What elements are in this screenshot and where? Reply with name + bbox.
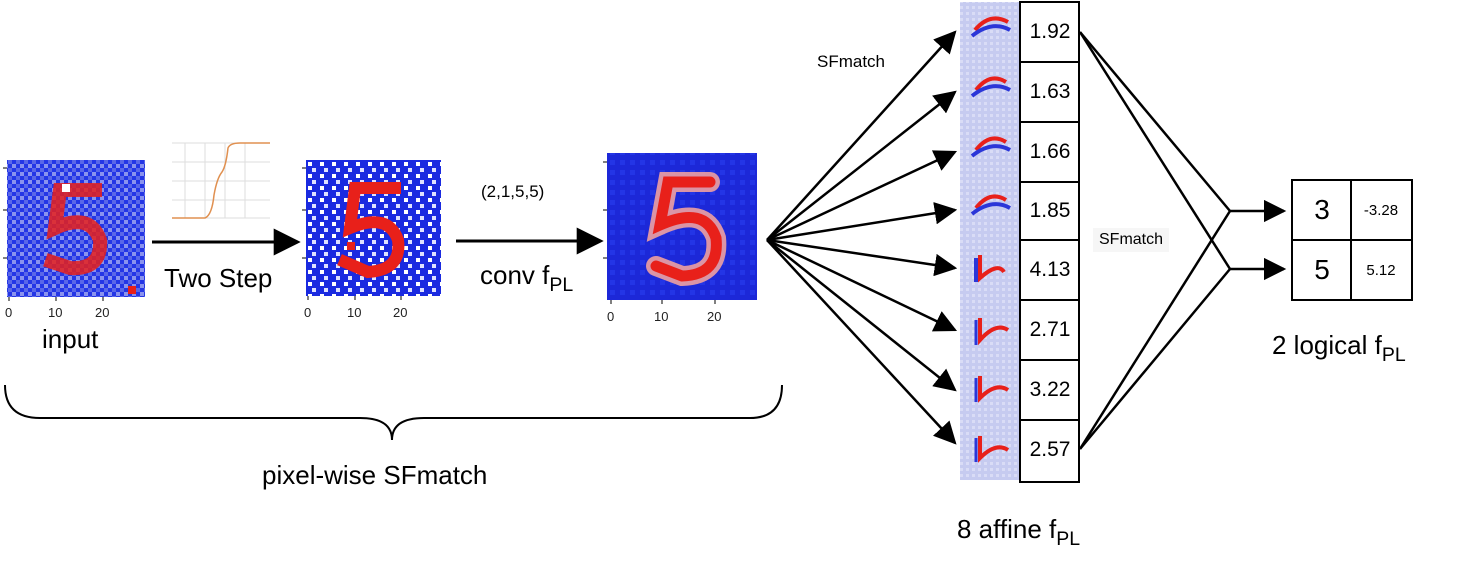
affine-score-5: 4.13: [1029, 258, 1071, 281]
filter-thumb-2: [960, 62, 1020, 122]
affine-filter-thumbnails: [960, 2, 1020, 480]
input-tick-20: 20: [95, 305, 110, 320]
logical-digit-1: 3: [1314, 194, 1330, 225]
affine-score-3: 1.66: [1029, 140, 1071, 163]
sfmatch-top-label: SFmatch: [817, 52, 886, 71]
filter-thumb-4: [960, 182, 1020, 240]
affine-score-8: 2.57: [1029, 438, 1071, 461]
affine-label: 8 affine fPL: [957, 514, 1081, 550]
conv-output-heatmap: [603, 153, 757, 304]
affine-score-4: 1.85: [1029, 199, 1071, 222]
logical-score-1: -3.28: [1363, 201, 1399, 219]
pixelwise-brace: [4, 384, 783, 441]
conv-output-tick-0: 0: [607, 309, 615, 324]
logical-label: 2 logical fPL: [1272, 330, 1406, 366]
logical-connections: [1078, 31, 1232, 450]
filter-thumb-7: [960, 360, 1020, 420]
input-tick-0: 0: [5, 305, 13, 320]
filter-thumb-5: [960, 240, 1020, 300]
filter-thumb-8: [960, 420, 1020, 480]
affine-score-6: 2.71: [1029, 318, 1071, 341]
input-heatmap: [3, 160, 145, 301]
binarized-tick-10: 10: [347, 305, 362, 320]
two-step-label: Two Step: [164, 263, 273, 293]
conv-output-tick-20: 20: [707, 309, 722, 324]
sfmatch-mid-label: SFmatch: [1093, 228, 1170, 252]
conv-output-tick-10: 10: [654, 309, 669, 324]
logical-digit-2: 5: [1314, 254, 1330, 285]
affine-score-1: 1.92: [1029, 20, 1071, 43]
filter-thumb-6: [960, 300, 1020, 360]
input-tick-10: 10: [48, 305, 63, 320]
two-step-curve-plot: [172, 142, 270, 219]
input-label: input: [42, 324, 99, 354]
fanout-arrows: [766, 30, 958, 445]
binarized-heatmap: [302, 160, 441, 300]
binarized-tick-20: 20: [393, 305, 408, 320]
conv-label: conv fPL: [480, 260, 574, 296]
conv-shape-label: (2,1,5,5): [481, 182, 545, 201]
affine-score-table-grid: [1019, 1, 1080, 483]
logical-table-grid: [1291, 179, 1413, 301]
filter-thumb-1: [960, 2, 1020, 62]
affine-score-7: 3.22: [1029, 378, 1071, 401]
pixelwise-label: pixel-wise SFmatch: [262, 460, 488, 490]
affine-score-2: 1.63: [1029, 80, 1071, 103]
binarized-tick-0: 0: [304, 305, 312, 320]
logical-score-2: 5.12: [1366, 261, 1396, 279]
filter-thumb-3: [960, 122, 1020, 182]
